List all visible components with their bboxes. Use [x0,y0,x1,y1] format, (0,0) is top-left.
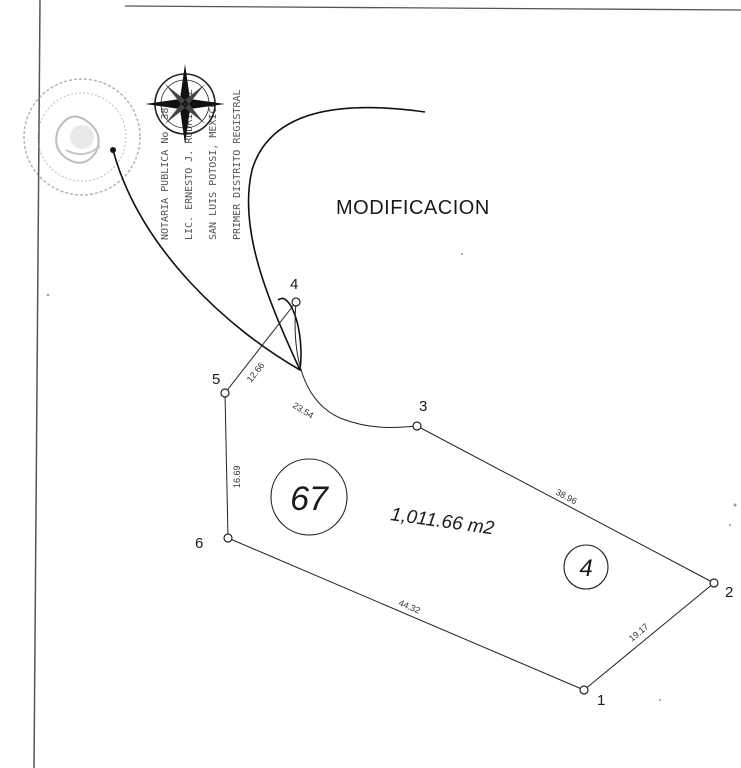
left-margin-line [33,0,41,768]
vertex-1-label: 1 [597,692,605,709]
vertex-4-label: 4 [290,276,298,293]
block-number: 4 [579,555,592,582]
vertex-4-marker [291,297,301,307]
notary-stamp: NOTARIA PUBLICA No. 38 LIC. ERNESTO J. R… [160,89,243,240]
dim-2-1: 19.17 [627,621,651,643]
signature-start-dot [110,147,116,153]
lot-number-badge: 67 [270,458,348,536]
edge-1-6 [227,537,585,691]
dim-3-2: 38.96 [554,487,579,506]
lot-number: 67 [290,480,329,518]
edge-3-2 [416,425,715,584]
dim-5-6: 16.69 [232,465,242,488]
plan-title: MODIFICACION [336,197,490,219]
vertex-5-label: 5 [212,371,220,388]
stamp-line-1: NOTARIA PUBLICA No. 38 [160,108,171,240]
north-arrow-compass-icon [145,64,225,144]
vertex-1-marker [579,685,589,695]
vertex-2-label: 2 [725,584,733,601]
top-margin-line [124,5,741,11]
stamp-line-3: SAN LUIS POTOSI, MEXICO [208,102,219,240]
vertex-3-label: 3 [419,398,427,415]
vertex-6-marker [223,533,233,543]
dim-6-1: 44.32 [397,598,422,616]
edge-4-3-arc [294,301,418,428]
lot-boundary [224,301,715,691]
stamp-line-2: LIC. ERNESTO J. RODRIGUEZ [184,89,195,240]
vertex-5-marker [220,388,230,398]
vertex-6-label: 6 [195,535,203,552]
block-number-badge: 4 [563,544,609,590]
edge-6-5 [224,392,229,539]
signature-stroke-2 [247,106,426,371]
signature-stroke [112,149,302,372]
official-seal-icon [23,78,141,196]
stamp-line-4: PRIMER DISTRITO REGISTRAL [232,89,243,240]
vertex-markers [220,297,719,695]
vertex-2-marker [709,578,719,588]
vertex-3-marker [412,421,422,431]
scan-noise [46,253,737,701]
dim-arc: 23.54 [291,400,315,420]
edge-2-1 [583,582,715,691]
edge-5-4 [224,301,297,394]
area-label: 1,011.66 m2 [389,504,496,539]
